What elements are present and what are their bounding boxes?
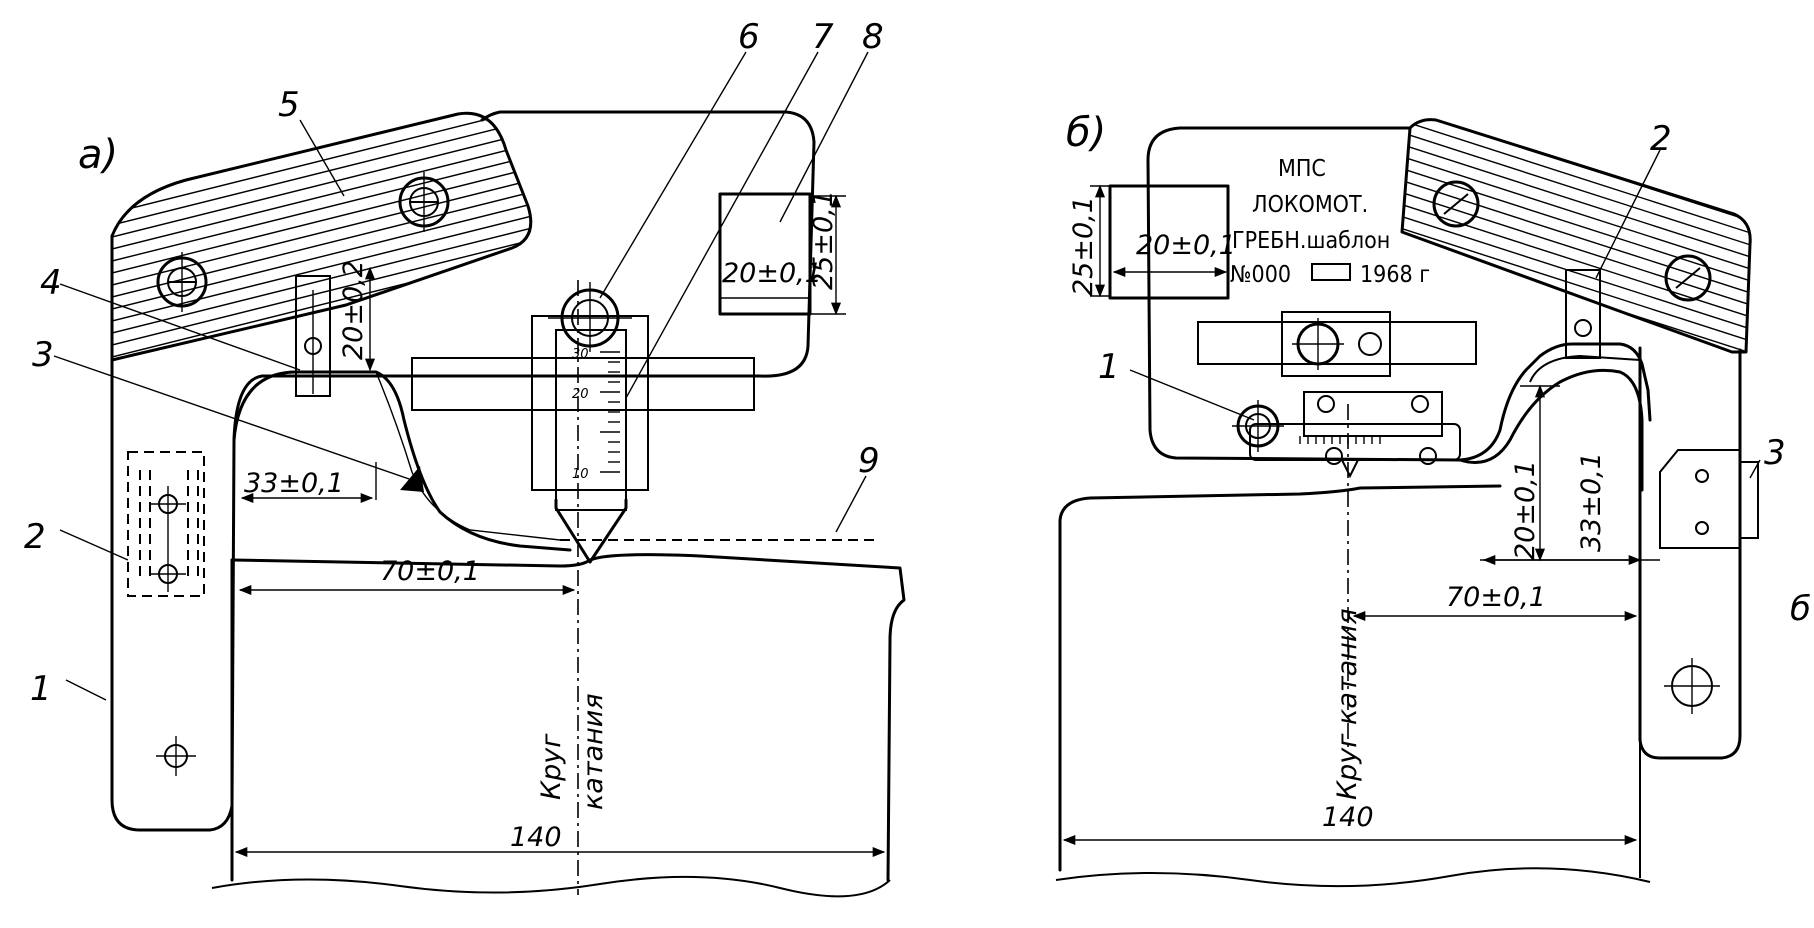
mount-hole-icon bbox=[156, 736, 196, 776]
rolling-circle-word1: Круг bbox=[536, 733, 567, 800]
panel-label-a: a) bbox=[78, 132, 118, 178]
scale-tick-label: 10 bbox=[572, 467, 589, 482]
lock-screw-icon bbox=[1292, 318, 1382, 370]
rolling-circle-word2: катания bbox=[578, 693, 609, 810]
callout-2: 2 bbox=[24, 517, 46, 557]
figure-a: 30 20 10 bbox=[24, 17, 906, 898]
leader-lines-b bbox=[1129, 149, 1761, 479]
dim-20-02: 20±0,2 bbox=[338, 260, 369, 360]
edge-label-b: б bbox=[1790, 589, 1811, 629]
dim-33-b: 33±0,1 bbox=[1576, 452, 1607, 552]
rivet-icon bbox=[398, 172, 450, 232]
stamp-line2: ЛОКОМОТ. bbox=[1252, 192, 1368, 218]
reference-block-b bbox=[1108, 184, 1230, 300]
contact-wedge-a bbox=[400, 466, 424, 492]
screw-icon bbox=[1664, 254, 1712, 302]
callout-5: 5 bbox=[278, 85, 300, 125]
pointer-a bbox=[554, 498, 628, 564]
callout-9: 9 bbox=[858, 441, 880, 481]
dim-140: 140 bbox=[510, 822, 562, 853]
dim-70-b: 70±0,1 bbox=[1446, 582, 1546, 613]
callout-4: 4 bbox=[40, 263, 62, 303]
flange-profile-b bbox=[1458, 368, 1644, 492]
scale-ticks-a: 30 20 10 bbox=[572, 347, 620, 482]
callout-6: 6 bbox=[738, 17, 760, 57]
stamp-line3: ГРЕБН.шаблон bbox=[1232, 228, 1390, 254]
dim-70: 70±0,1 bbox=[380, 556, 480, 587]
callout-labels-b: б) 1 2 3 б bbox=[1066, 110, 1811, 629]
rim-break-line bbox=[1055, 867, 1651, 888]
stamp-year: 1968 г bbox=[1360, 262, 1430, 288]
mount-hole-icon bbox=[1664, 658, 1720, 714]
gauge-body-b bbox=[1146, 126, 1652, 462]
wheel-rim-b bbox=[1058, 484, 1502, 872]
dimension-lines-a bbox=[233, 194, 886, 858]
dim-block-width: 20±0,1 bbox=[722, 258, 822, 289]
dim-33: 33±0,1 bbox=[244, 468, 344, 499]
rolling-circle-label-a: Круг катания bbox=[536, 693, 609, 810]
callout-1-b: 1 bbox=[1098, 347, 1120, 387]
lock-screw-icon bbox=[1232, 400, 1284, 452]
callout-7: 7 bbox=[812, 17, 834, 57]
dim-140-b: 140 bbox=[1322, 802, 1374, 833]
dim-block-height: 25±0,1 bbox=[808, 190, 839, 290]
scale-ticks-b bbox=[1299, 436, 1381, 444]
stamp-number: №000 bbox=[1230, 262, 1291, 288]
rim-break-line bbox=[211, 875, 891, 898]
rivet-icon bbox=[156, 252, 208, 312]
callout-1: 1 bbox=[30, 669, 52, 709]
stamp-text: МПС ЛОКОМОТ. ГРЕБН.шаблон №000 1968 г bbox=[1230, 156, 1430, 288]
dimension-labels-a: 33±0,1 70±0,1 140 20±0,2 20±0,1 25±0,1 bbox=[244, 190, 839, 853]
callout-2-b: 2 bbox=[1650, 119, 1672, 159]
panel-label-b: б) bbox=[1066, 110, 1106, 156]
callout-labels-a: 1 2 3 4 5 6 7 8 9 a) bbox=[24, 17, 884, 709]
callout-3: 3 bbox=[32, 335, 54, 375]
dim-20-b: 20±0,1 bbox=[1510, 460, 1541, 560]
reference-block-a bbox=[718, 192, 812, 316]
profile-inner-a bbox=[375, 371, 561, 541]
dim-block-width-b: 20±0,1 bbox=[1136, 230, 1236, 261]
wheel-rim-a bbox=[230, 553, 906, 882]
rolling-circle-label-b: Круг катания bbox=[1332, 608, 1363, 800]
leader-lines-a bbox=[53, 51, 869, 701]
gauge-body-a bbox=[110, 110, 816, 832]
callout-3-b: 3 bbox=[1764, 433, 1786, 473]
plate-2-a bbox=[127, 451, 205, 597]
scale-tick-label: 20 bbox=[572, 387, 589, 402]
handle-grip-a bbox=[110, 111, 533, 362]
scale-tick-label: 30 bbox=[572, 347, 589, 362]
screw-icon bbox=[1432, 180, 1480, 228]
lock-screw-icon bbox=[548, 282, 632, 352]
slot-bar-b bbox=[1197, 321, 1477, 365]
stamp-line1: МПС bbox=[1278, 156, 1326, 182]
dimension-lines-b bbox=[1062, 184, 1660, 846]
slider-body-b bbox=[1303, 391, 1443, 437]
slot-bar-a bbox=[411, 357, 755, 411]
pin-b bbox=[1565, 269, 1601, 359]
handle-grip-b bbox=[1400, 118, 1752, 354]
gauge-side-b bbox=[1638, 346, 1742, 760]
dimension-labels-b: 25±0,1 20±0,1 20±0,1 33±0,1 70±0,1 140 bbox=[1068, 196, 1607, 833]
clamp-3-b bbox=[1659, 449, 1759, 549]
dim-block-height-b: 25±0,1 bbox=[1068, 196, 1099, 296]
pin-a bbox=[295, 275, 331, 397]
figure-b: МПС ЛОКОМОТ. ГРЕБН.шаблон №000 1968 г bbox=[1055, 110, 1811, 888]
flange-profile-a bbox=[232, 370, 572, 552]
callout-8: 8 bbox=[862, 17, 884, 57]
